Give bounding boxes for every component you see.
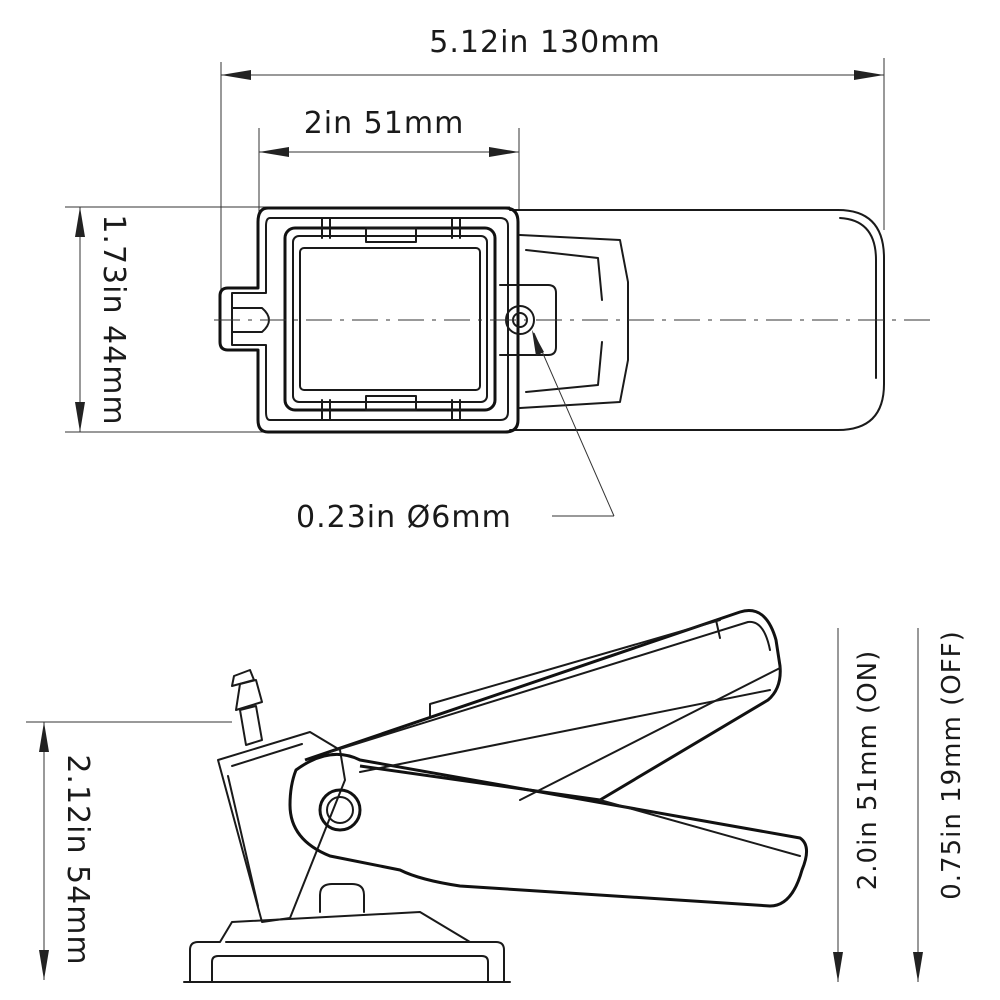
switch-side-outline — [183, 609, 808, 983]
body-width-dimension: 2in 51mm — [258, 106, 520, 240]
switch-top-outline — [218, 206, 885, 434]
base-height-dimension: 2.12in 54mm — [26, 721, 232, 980]
height-label: 1.73in 44mm — [96, 214, 131, 425]
body-width-label: 2in 51mm — [304, 106, 465, 141]
on-level-dimension: 2.0in 51mm (ON) — [833, 628, 883, 982]
side-view: 2.12in 54mm — [26, 609, 967, 983]
pivot-outer — [318, 788, 362, 832]
off-level-dimension: 0.75in 19mm (OFF) — [913, 628, 967, 982]
hole-diameter-label: 0.23in Ø6mm — [296, 500, 512, 535]
off-level-label: 0.75in 19mm (OFF) — [937, 630, 967, 900]
top-view: 5.12in 130mm 2in 51mm 1.73in 44mm — [65, 25, 930, 535]
height-dimension: 1.73in 44mm — [65, 206, 510, 433]
overall-length-label: 5.12in 130mm — [429, 25, 660, 60]
hole-diameter-leader: 0.23in Ø6mm — [296, 330, 615, 535]
base-height-label: 2.12in 54mm — [60, 754, 95, 965]
overall-length-dimension: 5.12in 130mm — [220, 25, 885, 298]
on-level-label: 2.0in 51mm (ON) — [853, 650, 883, 891]
